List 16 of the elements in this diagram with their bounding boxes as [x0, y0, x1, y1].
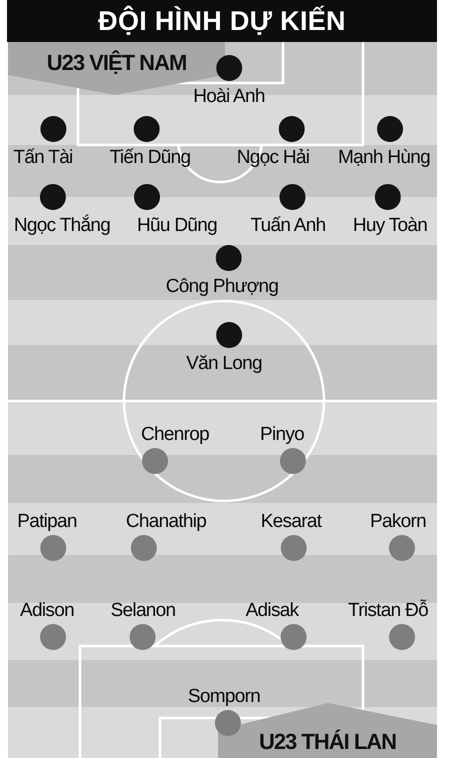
player-name: Mạnh Hùng	[338, 147, 430, 169]
player-name: Tuấn Anh	[250, 215, 326, 237]
player-name: Hũu Dũng	[137, 215, 217, 237]
player-name: Ngọc Hải	[236, 147, 310, 169]
team-name: U23 VIỆT NAM	[46, 50, 186, 76]
player-name: Ngọc Thắng	[14, 215, 110, 237]
player-name: Văn Long	[186, 353, 262, 375]
player-name: Huy Toàn	[352, 215, 428, 237]
team-name: U23 THÁI LAN	[258, 729, 396, 755]
title: ĐỘI HÌNH DỰ KIẾN	[98, 6, 346, 36]
player-name: Pinyo	[260, 424, 304, 446]
player-name: Chenrop	[141, 424, 209, 446]
player-name: Tấn Tài	[13, 147, 73, 169]
player-name: Công Phượng	[166, 276, 278, 298]
player-name: Hoài Anh	[193, 86, 265, 108]
player-name: Tiến Dũng	[110, 147, 190, 169]
